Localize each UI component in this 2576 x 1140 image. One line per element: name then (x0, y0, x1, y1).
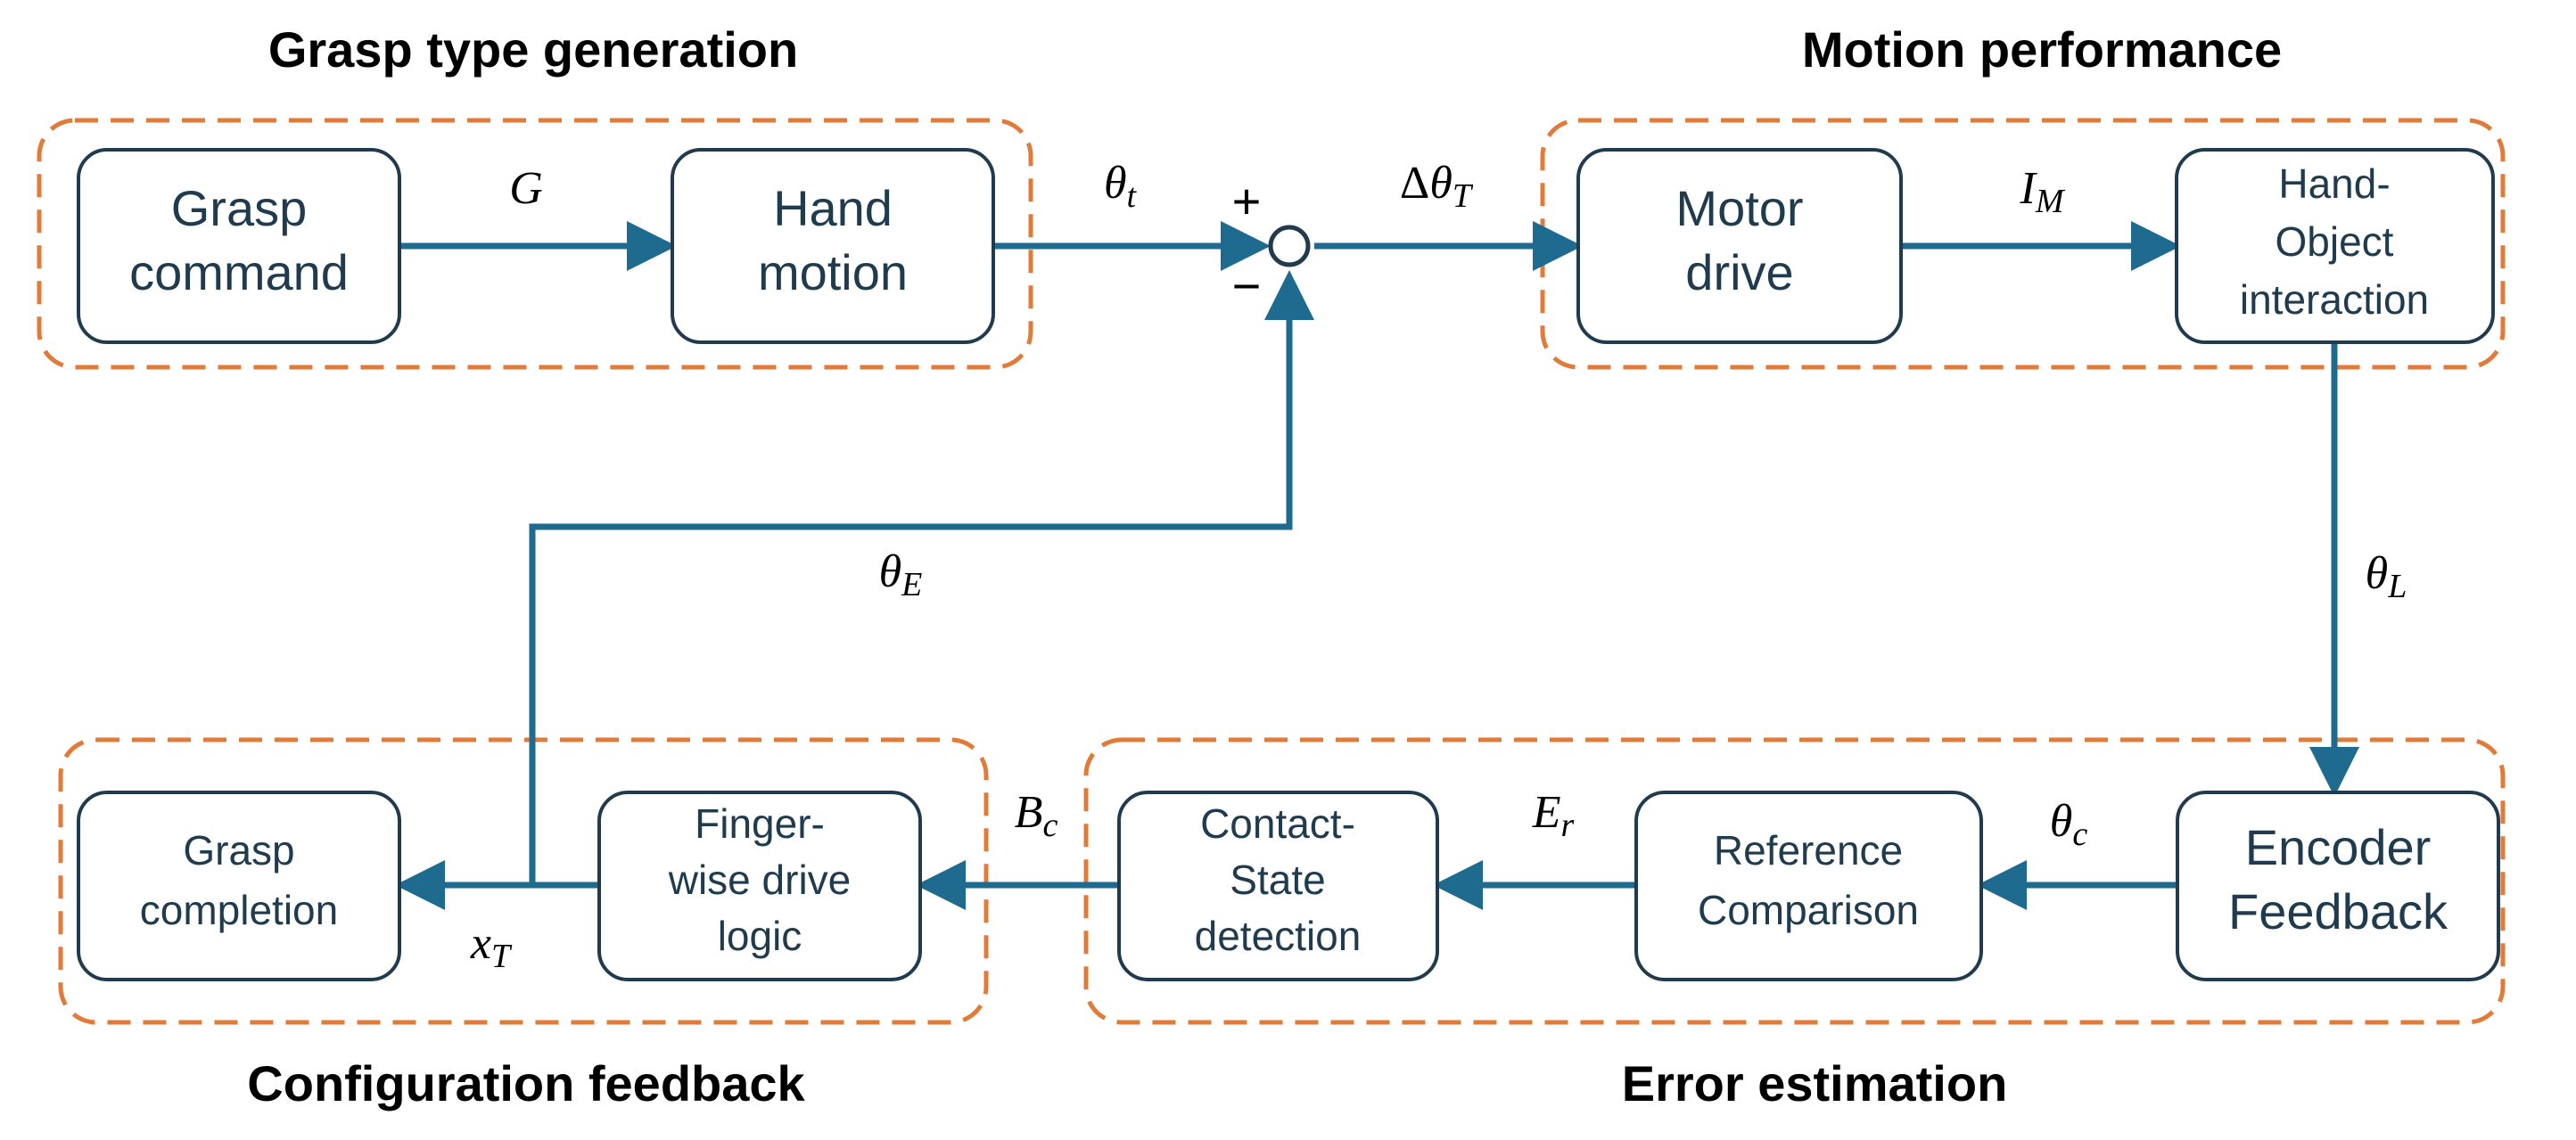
block-label-line: Comparison (1698, 887, 1919, 933)
signal-subscript: E (901, 566, 922, 603)
signal-main: θ (1104, 158, 1127, 209)
signal-subscript: L (2387, 568, 2407, 605)
block-hand-motion: Hand motion (671, 148, 995, 344)
signal-subscript: c (2072, 816, 2087, 853)
group-title-error-estimation: Error estimation (1622, 1055, 2008, 1111)
signal-main: θ (879, 546, 902, 597)
signal-main: θ (1429, 158, 1453, 209)
block-contact-state-detection: Contact- State detection (1117, 791, 1439, 981)
signal-label-theta-c: θc (2050, 796, 2088, 853)
block-label-line: Encoder (2245, 819, 2432, 875)
signal-main: B (1015, 787, 1043, 838)
summing-minus-sign: − (1232, 258, 1262, 314)
block-label-line: Feedback (2228, 883, 2448, 939)
signal-main: I (2020, 163, 2038, 214)
block-reference-comparison: Reference Comparison (1634, 791, 1983, 981)
block-label-line: State (1230, 857, 1325, 903)
block-label-line: completion (140, 887, 338, 933)
signal-label-b-c: Bc (1015, 787, 1058, 844)
block-label-line: Grasp (183, 827, 294, 873)
signal-subscript: r (1560, 807, 1574, 844)
signal-subscript: t (1126, 177, 1137, 215)
signal-label-e-r: Er (1532, 787, 1575, 844)
block-hand-object-interaction: Hand- Object interaction (2175, 148, 2495, 344)
signal-main: E (1532, 787, 1561, 838)
block-label-line: Motor (1675, 180, 1803, 236)
summing-junction (1268, 225, 1311, 267)
signal-label-delta-theta-t: ΔθT (1400, 158, 1474, 215)
block-label-line: Finger- (695, 800, 825, 847)
block-encoder-feedback: Encoder Feedback (2176, 791, 2500, 981)
signal-label-theta-e: θE (879, 546, 923, 603)
group-title-grasp-type-generation: Grasp type generation (268, 21, 798, 78)
block-label-line: Object (2276, 218, 2394, 265)
signal-subscript: M (2035, 183, 2066, 220)
signal-main: x (470, 918, 491, 969)
signal-label-x-t: xT (470, 918, 513, 975)
signal-label-theta-t: θt (1104, 158, 1138, 215)
block-label-line: motion (758, 244, 908, 300)
group-title-configuration-feedback: Configuration feedback (247, 1055, 805, 1111)
signal-prefix: Δ (1400, 158, 1429, 209)
signal-subscript: c (1042, 807, 1058, 844)
signal-label-i-m: IM (2020, 163, 2066, 220)
group-title-motion-performance: Motion performance (1802, 21, 2282, 78)
signal-main: θ (2050, 796, 2073, 847)
block-label-line: logic (718, 913, 802, 959)
block-grasp-completion: Grasp completion (77, 791, 401, 981)
wire-feedback-theta-e (529, 270, 1314, 885)
block-motor-drive: Motor drive (1576, 148, 1903, 344)
block-label-line: detection (1195, 913, 1362, 959)
block-label-line: wise drive (668, 857, 852, 903)
signal-main: θ (2366, 548, 2389, 599)
block-label-line: interaction (2240, 276, 2429, 323)
block-label-line: command (129, 244, 349, 300)
block-finger-wise-drive-logic: Finger- wise drive logic (597, 791, 922, 981)
block-label-line: Hand- (2278, 160, 2390, 207)
signal-main: G (509, 163, 543, 214)
block-label-line: drive (1685, 244, 1793, 300)
signal-label-g: G (509, 163, 543, 214)
frame-error-estimation (1083, 737, 2506, 1025)
block-label-line: Reference (1714, 827, 1903, 873)
block-label-line: Contact- (1200, 800, 1355, 847)
block-grasp-command: Grasp command (77, 148, 401, 344)
summing-plus-sign: + (1232, 173, 1262, 229)
block-label-line: Hand (773, 180, 893, 236)
block-label-line: Grasp (171, 180, 308, 236)
signal-subscript: T (1453, 177, 1474, 215)
signal-label-theta-l: θL (2366, 548, 2407, 605)
signal-subscript: T (491, 938, 513, 975)
frame-motion-performance (1540, 118, 2506, 370)
frame-configuration-feedback (58, 737, 989, 1025)
